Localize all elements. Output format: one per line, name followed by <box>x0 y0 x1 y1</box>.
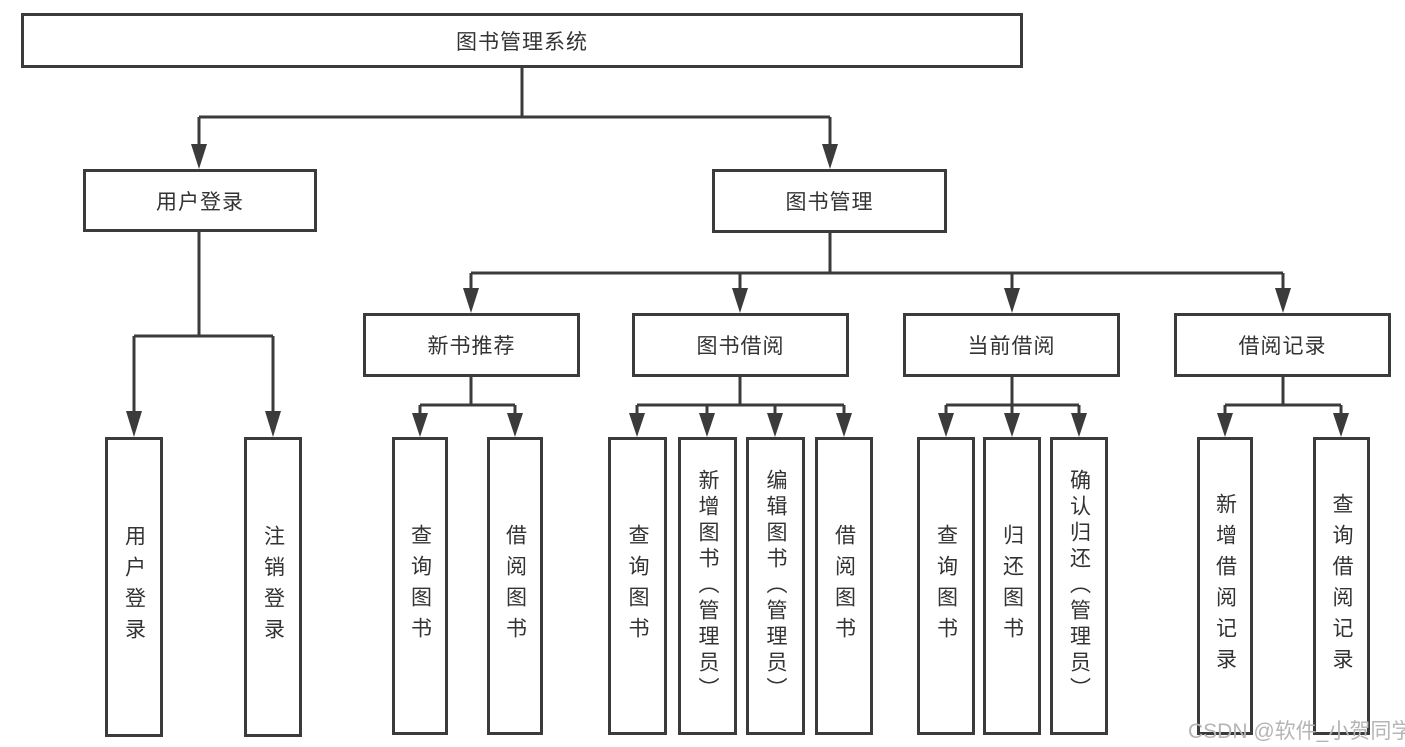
node-label: 查询图书 <box>626 524 649 648</box>
node-label: 新增图书（管理员） <box>696 469 719 703</box>
node-label: 新增借阅记录 <box>1213 493 1237 679</box>
leaf-add-borrow-record: 新增借阅记录 <box>1197 437 1253 735</box>
leaf-user-login: 用户登录 <box>105 437 163 737</box>
node-borrowing-records: 借阅记录 <box>1174 313 1391 377</box>
node-library-management-system: 图书管理系统 <box>21 13 1023 68</box>
node-book-borrowing: 图书借阅 <box>632 313 849 377</box>
node-user-login: 用户登录 <box>83 169 317 232</box>
leaf-borrow-books-recommend: 借阅图书 <box>487 437 543 735</box>
node-label: 归还图书 <box>1000 524 1024 648</box>
leaf-query-books-recommend: 查询图书 <box>392 437 448 735</box>
node-label: 注销登录 <box>261 525 285 649</box>
leaf-query-books-current: 查询图书 <box>917 437 975 735</box>
leaf-add-books-admin: 新增图书（管理员） <box>678 437 737 735</box>
leaf-logout: 注销登录 <box>244 437 302 737</box>
leaf-borrow-books: 借阅图书 <box>815 437 873 735</box>
leaf-confirm-return-admin: 确认归还（管理员） <box>1050 437 1108 735</box>
node-label: 借阅记录 <box>1238 335 1327 358</box>
csdn-watermark: CSDN @软件_小贺同学 <box>1188 720 1405 743</box>
node-label: 借阅图书 <box>503 524 527 648</box>
leaf-query-books-borrow: 查询图书 <box>608 437 667 735</box>
leaf-query-borrow-record: 查询借阅记录 <box>1313 437 1370 735</box>
leaf-edit-books-admin: 编辑图书（管理员） <box>746 437 805 735</box>
node-label: 借阅图书 <box>832 524 856 648</box>
node-label: 确认归还（管理员） <box>1067 469 1091 703</box>
leaf-return-books: 归还图书 <box>983 437 1041 735</box>
node-new-book-recommendation: 新书推荐 <box>363 313 580 377</box>
node-label: 新书推荐 <box>427 335 516 358</box>
node-label: 用户登录 <box>156 190 244 214</box>
node-current-borrowing: 当前借阅 <box>903 313 1120 377</box>
node-label: 查询借阅记录 <box>1330 493 1353 679</box>
node-label: 查询图书 <box>934 524 958 648</box>
node-book-management: 图书管理 <box>712 169 947 233</box>
node-label: 当前借阅 <box>967 335 1056 358</box>
node-label: 用户登录 <box>122 525 146 649</box>
node-label: 查询图书 <box>408 524 432 648</box>
node-label: 图书管理系统 <box>456 30 588 54</box>
node-label: 图书借阅 <box>696 335 785 358</box>
node-label: 编辑图书（管理员） <box>764 469 787 703</box>
node-label: 图书管理 <box>785 191 874 214</box>
